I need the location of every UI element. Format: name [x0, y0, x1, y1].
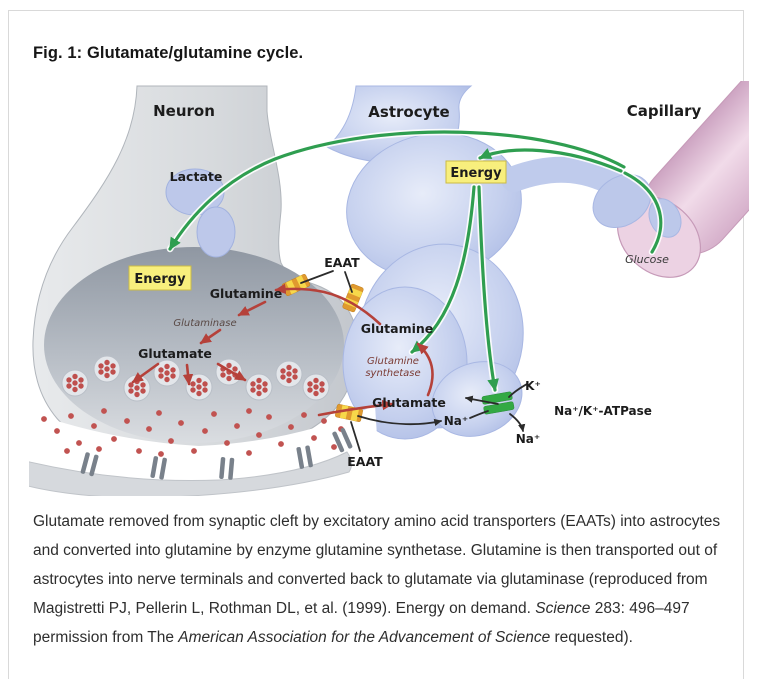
eaat-pointer-line-1 — [300, 270, 334, 284]
arrow-na-out — [357, 415, 443, 426]
label-glutamate-astrocyte: Glutamate — [372, 395, 446, 410]
arrow-glutamate-to-vesicle-2 — [182, 363, 194, 386]
caption-segment-italic: Science — [535, 600, 591, 617]
eaat-pointer-line-2 — [344, 271, 353, 293]
arrow-glutamine-transfer — [274, 283, 382, 326]
caption-segment: 283: 496–497 permission from The — [33, 600, 690, 646]
figure-diagram: Energy Energy Neuron Astrocyte Capillary… — [29, 81, 749, 496]
arrow-glucose-uptake — [623, 171, 663, 254]
caption-segment-italic: American Association for the Advancement… — [178, 629, 551, 646]
label-glutamate-neuron: Glutamate — [138, 346, 212, 361]
label-atpase: Na⁺/K⁺-ATPase — [554, 404, 652, 418]
energy-label-astrocyte: Energy — [450, 166, 502, 181]
label-glutamine-astrocyte: Glutamine — [361, 321, 434, 336]
arrow-glutamate-to-vesicle-3 — [216, 362, 247, 382]
label-capillary: Capillary — [627, 102, 702, 120]
label-glutamine-synthetase-1: Glutamine — [367, 356, 419, 367]
arrow-glutaminase-to-glutamate — [199, 328, 222, 345]
figure-caption: Glutamate removed from synaptic cleft by… — [33, 507, 739, 652]
label-na-bottom: Na⁺ — [516, 432, 540, 446]
energy-box-neuron: Energy — [128, 265, 192, 291]
arrow-lactate-to-neuron-energy — [168, 130, 626, 251]
neuron-shape — [32, 85, 358, 463]
caption-segment: Glutamate removed from synaptic cleft by… — [33, 513, 721, 617]
label-glutamine-synthetase-2: synthetase — [365, 368, 420, 379]
figure-card: Fig. 1: Glutamate/glutamine cycle. — [8, 10, 749, 679]
atpase-pump — [481, 391, 515, 415]
label-glutamine-neuron: Glutamine — [210, 286, 283, 301]
arrow-uptake-to-glutamate-astro — [317, 399, 394, 417]
red-arrows — [131, 283, 434, 417]
label-lactate: Lactate — [170, 169, 223, 184]
label-eaat-top: EAAT — [324, 255, 360, 270]
energy-label-neuron: Energy — [134, 272, 186, 287]
arrow-pump-k-in — [464, 395, 499, 405]
arrow-glutamate-to-glutamine-astro — [416, 342, 434, 397]
caption-segment: requested). — [550, 629, 633, 646]
line-na-to-pump — [469, 410, 489, 419]
arrow-glutamine-to-glutaminase — [237, 300, 267, 317]
arrow-energy-to-glutamate — [410, 185, 476, 354]
eaat-pointer-line-3 — [350, 421, 361, 452]
energy-box-astrocyte: Energy — [445, 160, 507, 184]
arrow-energy-to-pump — [477, 185, 499, 392]
label-glucose: Glucose — [625, 253, 669, 266]
green-arrows — [166, 128, 664, 394]
arrow-glutamate-to-vesicle-1 — [131, 362, 160, 384]
line-pump-to-k — [508, 383, 528, 398]
lactate-process — [196, 206, 236, 258]
receptor-bars — [80, 427, 353, 480]
arrow-to-astrocyte-energy — [478, 148, 623, 173]
label-astrocyte: Astrocyte — [368, 103, 449, 121]
astrocyte-endfoot — [592, 173, 652, 229]
label-eaat-bottom: EAAT — [347, 454, 383, 469]
synaptic-cleft — [29, 405, 381, 496]
label-glutaminase: Glutaminase — [173, 318, 236, 329]
label-k-top: K⁺ — [525, 379, 541, 393]
black-lines — [300, 270, 528, 452]
arrow-pump-na-out — [509, 413, 526, 433]
label-neuron: Neuron — [153, 102, 215, 120]
figure-title: Fig. 1: Glutamate/glutamine cycle. — [33, 44, 304, 62]
label-na-cleft: Na⁺ — [444, 414, 468, 428]
